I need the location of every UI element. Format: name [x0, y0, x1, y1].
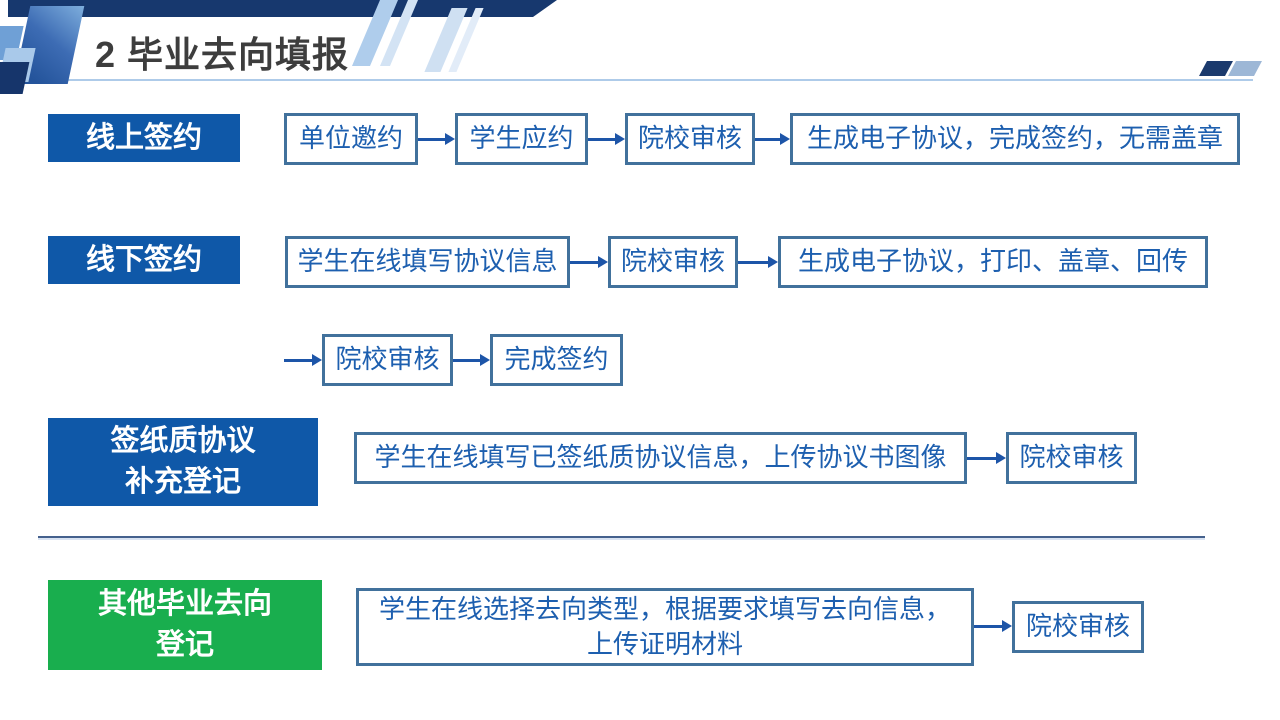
page-title: 2 毕业去向填报	[95, 34, 350, 75]
flow-step-line: 学生在线选择去向类型，根据要求填写去向信息，	[378, 593, 951, 624]
arrow-shaft	[967, 456, 996, 460]
arrow-shaft	[974, 624, 1002, 628]
arrowhead	[780, 133, 790, 145]
row-label-offline: 线下签约	[48, 236, 240, 284]
corner-decoration-dark	[0, 62, 30, 94]
arrow-shaft	[570, 260, 598, 264]
row-label-other: 其他毕业去向 登记	[48, 580, 322, 670]
flow-step: 单位邀约	[284, 113, 418, 165]
arrowhead	[312, 354, 322, 366]
flow-step: 院校审核	[1006, 432, 1137, 484]
arrowhead	[598, 256, 608, 268]
row-label-line: 登记	[155, 629, 214, 661]
arrow-right-icon	[284, 352, 322, 368]
arrowhead	[615, 133, 625, 145]
arrow-right-icon	[974, 618, 1012, 634]
arrow-shaft	[284, 358, 312, 362]
flow-step: 学生在线选择去向类型，根据要求填写去向信息， 上传证明材料	[356, 588, 974, 666]
row-label-line: 补充登记	[124, 466, 241, 498]
flow-step: 学生应约	[455, 113, 588, 165]
flow-step: 院校审核	[625, 113, 755, 165]
arrow-right-icon	[570, 254, 608, 270]
flow-step: 院校审核	[1012, 601, 1144, 653]
flow-step: 完成签约	[490, 334, 623, 386]
flow-step: 生成电子协议，打印、盖章、回传	[778, 236, 1208, 288]
arrow-shaft	[418, 137, 445, 141]
flow-step: 院校审核	[608, 236, 738, 288]
arrow-right-icon	[967, 450, 1006, 466]
top-right-accent-light	[1228, 61, 1262, 76]
arrowhead	[996, 452, 1006, 464]
arrow-right-icon	[418, 131, 455, 147]
arrow-right-icon	[755, 131, 790, 147]
arrow-right-icon	[588, 131, 625, 147]
arrowhead	[445, 133, 455, 145]
arrowhead	[1002, 620, 1012, 632]
arrow-shaft	[588, 137, 615, 141]
flow-step: 院校审核	[322, 334, 453, 386]
arrowhead	[480, 354, 490, 366]
arrow-shaft	[738, 260, 768, 264]
header-banner-bar	[8, 0, 557, 17]
section-divider	[38, 536, 1205, 538]
row-label-online: 线上签约	[48, 114, 240, 162]
arrow-right-icon	[738, 254, 778, 270]
flow-step: 学生在线填写协议信息	[285, 236, 570, 288]
arrowhead	[768, 256, 778, 268]
row-label-line: 签纸质协议	[110, 425, 256, 458]
arrow-right-icon	[453, 352, 490, 368]
row-label-paper: 签纸质协议 补充登记	[48, 418, 318, 506]
flow-step-line: 上传证明材料	[586, 629, 743, 659]
header-underline	[48, 79, 1253, 81]
arrow-shaft	[755, 137, 780, 141]
flow-step: 生成电子协议，完成签约，无需盖章	[790, 113, 1240, 165]
flow-step: 学生在线填写已签纸质协议信息，上传协议书图像	[354, 432, 967, 484]
row-label-line: 其他毕业去向	[97, 588, 272, 621]
arrow-shaft	[453, 358, 480, 362]
